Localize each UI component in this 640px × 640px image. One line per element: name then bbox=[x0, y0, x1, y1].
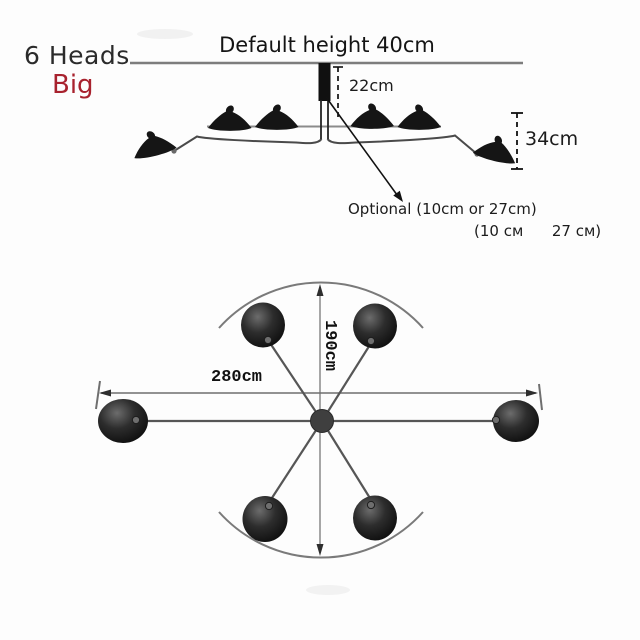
mounting-rod bbox=[318, 63, 331, 101]
arrow-up-icon bbox=[316, 284, 324, 296]
lamp-shade-icon bbox=[208, 105, 252, 131]
optional-stem-note-ru: (10 см 27 см) bbox=[474, 222, 602, 240]
sphere-head-icon bbox=[493, 400, 539, 442]
width-dimension-label: 280cm bbox=[211, 368, 263, 387]
sphere-head-icon bbox=[241, 302, 285, 348]
right-arm bbox=[326, 134, 478, 155]
lamp-shade-icon bbox=[472, 130, 521, 167]
arrow-right-icon bbox=[526, 389, 538, 397]
optional-stem-note: Optional (10cm or 27cm) bbox=[348, 200, 537, 218]
callout-arrow-icon bbox=[393, 190, 403, 202]
dimension-tick bbox=[95, 380, 101, 410]
lamp-shade-icon bbox=[255, 104, 299, 130]
sphere-head-icon bbox=[242, 496, 288, 542]
photo-smudge bbox=[306, 585, 350, 595]
head-knobs bbox=[131, 335, 501, 511]
sphere-head-icon bbox=[353, 303, 397, 349]
sphere-head-icon bbox=[353, 495, 397, 541]
arrow-left-icon bbox=[99, 389, 111, 397]
product-size-label: Big bbox=[52, 70, 94, 100]
callout-arrow-line bbox=[325, 96, 401, 200]
default-height-label: Default height 40cm bbox=[219, 33, 435, 57]
sphere-head-icon bbox=[98, 399, 148, 443]
radial-arms bbox=[139, 339, 497, 505]
stem-dimension-label: 22cm bbox=[349, 76, 394, 95]
shade-drop-dimension-label: 34cm bbox=[525, 128, 579, 150]
lamp-shade-icon bbox=[128, 125, 178, 161]
left-arm bbox=[173, 135, 323, 152]
product-heads-label: 6 Heads bbox=[24, 41, 130, 70]
depth-dimension-label: 190cm bbox=[320, 320, 339, 372]
photo-smudge bbox=[137, 29, 193, 39]
top-arc-line bbox=[218, 281, 424, 329]
center-hub bbox=[310, 409, 334, 433]
dimension-tick bbox=[538, 383, 543, 411]
arrow-down-icon bbox=[316, 544, 324, 556]
lamp-shade-icon bbox=[350, 103, 394, 129]
lamp-shade-icon bbox=[397, 104, 441, 130]
bottom-arc-line bbox=[218, 511, 424, 559]
